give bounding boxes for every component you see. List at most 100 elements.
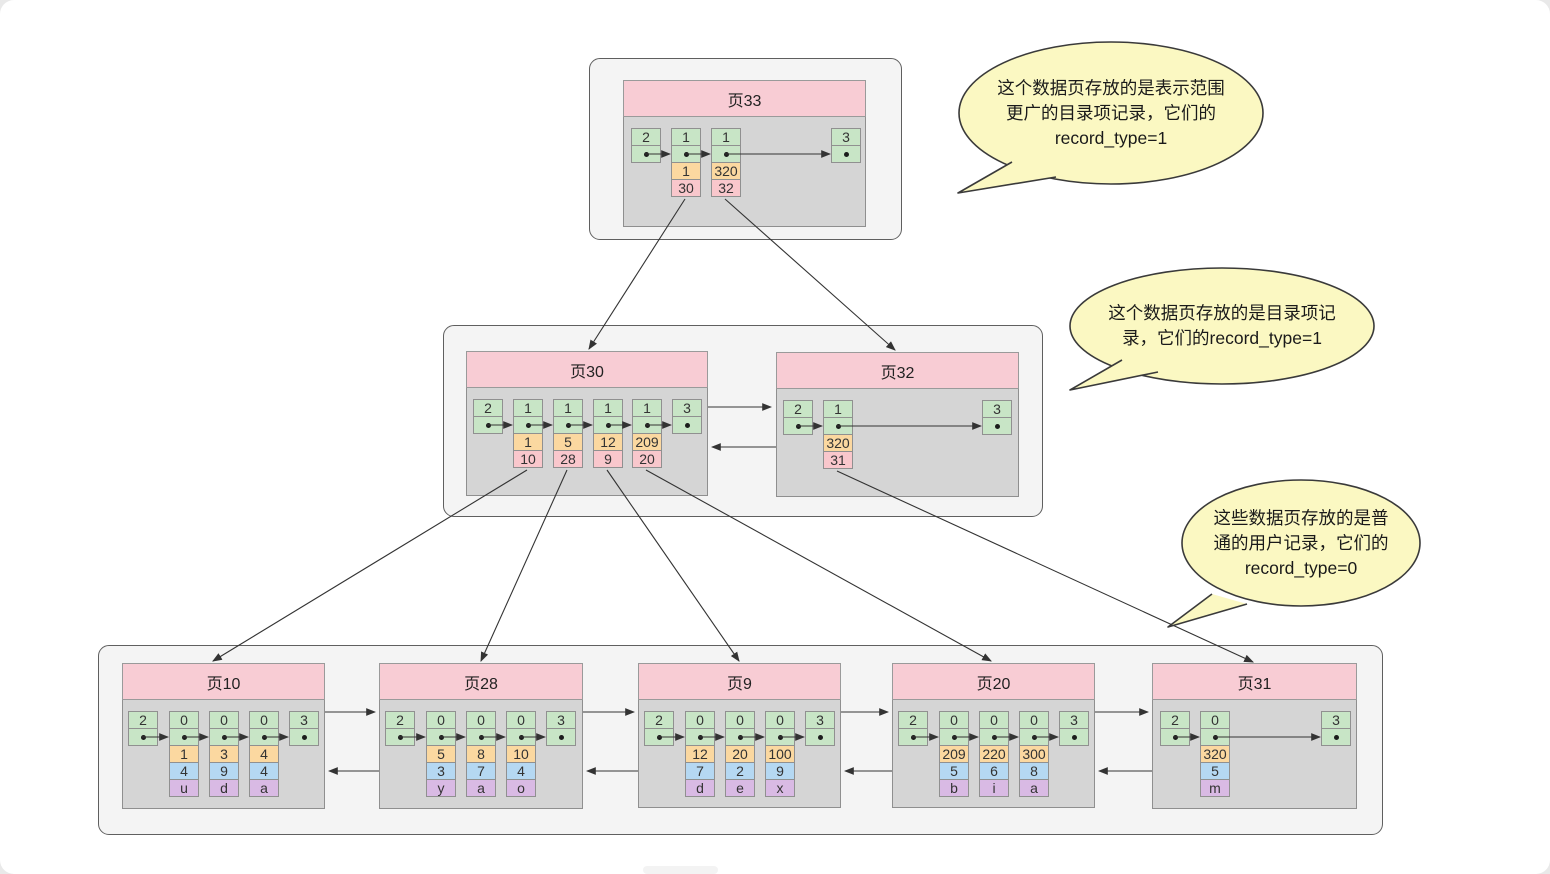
record-field-cell: 20 [725, 745, 755, 763]
speech-bubble-tail [1167, 593, 1248, 628]
record-pointer-cell [546, 728, 576, 746]
next-record-dot [684, 422, 690, 428]
record-type-cell: 0 [209, 711, 239, 729]
record-pointer-cell [644, 728, 674, 746]
record-type-cell: 3 [546, 711, 576, 729]
record-type-cell: 3 [982, 400, 1012, 418]
record-field-cell: 30 [671, 179, 701, 197]
record-pointer-cell [128, 728, 158, 746]
speech-bubble-tail [1069, 359, 1159, 391]
record-field-cell: b [939, 779, 969, 797]
record-field-cell: 4 [249, 745, 279, 763]
page-title: 页31 [1152, 663, 1357, 700]
bubble-line: record_type=0 [1244, 557, 1358, 578]
speech-bubble-ellipse [1069, 267, 1375, 385]
next-record-dot [643, 151, 649, 157]
next-record-dot [518, 734, 524, 740]
next-record-dot [525, 422, 531, 428]
record-pointer-cell [632, 416, 662, 434]
record-pointer-cell [1019, 728, 1049, 746]
record-pointer-cell [939, 728, 969, 746]
record-type-cell: 0 [169, 711, 199, 729]
partial-bottom-element [643, 866, 718, 874]
record-type-cell: 2 [631, 128, 661, 146]
record-field-cell: 5 [939, 762, 969, 780]
record-type-cell: 3 [672, 399, 702, 417]
record-field-cell: 10 [513, 450, 543, 468]
bubble-line: record_type=1 [1054, 127, 1168, 148]
record-pointer-cell [385, 728, 415, 746]
page-title: 页33 [623, 80, 866, 117]
next-record-dot [737, 734, 743, 740]
next-record-dot [1333, 734, 1339, 740]
next-record-dot [777, 734, 783, 740]
record-type-cell: 0 [249, 711, 279, 729]
record-pointer-cell [209, 728, 239, 746]
record-field-cell: 5 [1200, 762, 1230, 780]
next-record-dot [397, 734, 403, 740]
next-record-dot [1031, 734, 1037, 740]
record-type-cell: 0 [506, 711, 536, 729]
record-type-cell: 0 [725, 711, 755, 729]
record-type-cell: 2 [385, 711, 415, 729]
record: 2 [783, 400, 813, 435]
record-field-cell: 8 [466, 745, 496, 763]
record-field-cell: 209 [632, 433, 662, 451]
record-type-cell: 2 [128, 711, 158, 729]
record-field-cell: d [209, 779, 239, 797]
page-title: 页32 [776, 352, 1019, 389]
bubble-line: 这个数据页存放的是表示范围 [997, 77, 1225, 98]
record: 3 [1321, 711, 1351, 746]
record-field-cell: 32 [711, 179, 741, 197]
record-type-cell: 2 [644, 711, 674, 729]
next-record-dot [438, 734, 444, 740]
record-field-cell: 7 [466, 762, 496, 780]
record-pointer-cell [553, 416, 583, 434]
record-field-cell: 300 [1019, 745, 1049, 763]
record-type-cell: 1 [711, 128, 741, 146]
record-pointer-cell [672, 416, 702, 434]
record-field-cell: 28 [553, 450, 583, 468]
record-pointer-cell [473, 416, 503, 434]
record-field-cell: 2 [725, 762, 755, 780]
next-record-dot [644, 422, 650, 428]
record-pointer-cell [426, 728, 456, 746]
record-type-cell: 2 [898, 711, 928, 729]
record-field-cell: 20 [632, 450, 662, 468]
record-type-cell: 2 [783, 400, 813, 418]
page-title: 页10 [122, 663, 325, 700]
next-record-dot [656, 734, 662, 740]
record-type-cell: 2 [1160, 711, 1190, 729]
record: 3 [831, 128, 861, 163]
next-record-dot [723, 151, 729, 157]
speech-bubble-ellipse [1181, 479, 1421, 607]
record-pointer-cell [513, 416, 543, 434]
record-type-cell: 1 [671, 128, 701, 146]
record-type-cell: 3 [805, 711, 835, 729]
record-field-cell: 6 [979, 762, 1009, 780]
record-type-cell: 0 [939, 711, 969, 729]
record: 3 [1059, 711, 1089, 746]
bubble-line: 这些数据页存放的是普 [1213, 507, 1389, 528]
record-field-cell: 7 [685, 762, 715, 780]
record-pointer-cell [711, 145, 741, 163]
record-pointer-cell [831, 145, 861, 163]
record-pointer-cell [982, 417, 1012, 435]
record-pointer-cell [823, 417, 853, 435]
record: 2 [128, 711, 158, 746]
record-pointer-cell [169, 728, 199, 746]
record-type-cell: 1 [632, 399, 662, 417]
